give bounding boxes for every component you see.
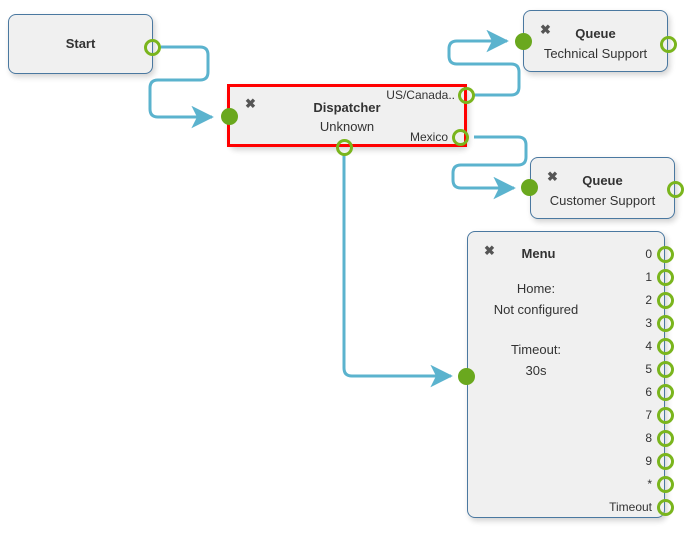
node-menu-timeout-label: Timeout: xyxy=(510,342,562,357)
port-dispatcher-out-mexico[interactable] xyxy=(452,129,469,146)
port-queue-customer-in[interactable] xyxy=(521,179,538,196)
node-queue-technical-title: Queue xyxy=(575,26,616,41)
port-queue-technical-in[interactable] xyxy=(515,33,532,50)
close-icon[interactable]: ✖ xyxy=(540,22,551,37)
node-dispatcher-title: Dispatcher xyxy=(313,100,381,115)
close-icon[interactable]: ✖ xyxy=(547,169,558,184)
port-menu-out-timeout[interactable] xyxy=(657,499,674,516)
node-queue-customer-subtitle: Customer Support xyxy=(549,193,656,208)
port-label-menu-star: * xyxy=(647,477,652,491)
port-label-mexico: Mexico xyxy=(409,130,448,144)
port-start-out[interactable] xyxy=(144,39,161,56)
node-queue-technical-subtitle: Technical Support xyxy=(543,46,648,61)
port-dispatcher-in[interactable] xyxy=(221,108,238,125)
port-dispatcher-out-bottom[interactable] xyxy=(336,139,353,156)
port-menu-out-9[interactable] xyxy=(657,453,674,470)
port-menu-out-6[interactable] xyxy=(657,384,674,401)
node-menu-home-value: Not configured xyxy=(493,302,579,317)
node-queue-customer-support[interactable]: ✖ Queue Customer Support xyxy=(530,157,675,219)
port-label-uscanada: US/Canada.. xyxy=(386,88,455,102)
port-label-menu-timeout: Timeout xyxy=(609,500,652,514)
port-label-menu-8: 8 xyxy=(645,431,652,445)
port-dispatcher-out-uscanada[interactable] xyxy=(458,87,475,104)
node-dispatcher[interactable]: ✖ Dispatcher Unknown xyxy=(227,84,467,147)
port-label-menu-7: 7 xyxy=(645,408,652,422)
port-label-menu-5: 5 xyxy=(645,362,652,376)
port-label-menu-0: 0 xyxy=(645,247,652,261)
port-menu-out-7[interactable] xyxy=(657,407,674,424)
node-start-title: Start xyxy=(65,36,96,51)
port-menu-out-2[interactable] xyxy=(657,292,674,309)
edge-start-to-dispatcher xyxy=(148,45,214,129)
port-queue-customer-out[interactable] xyxy=(667,181,684,198)
port-menu-out-8[interactable] xyxy=(657,430,674,447)
port-label-menu-9: 9 xyxy=(645,454,652,468)
node-dispatcher-subtitle: Unknown xyxy=(319,119,375,134)
port-label-menu-6: 6 xyxy=(645,385,652,399)
port-menu-out-5[interactable] xyxy=(657,361,674,378)
node-start[interactable]: Start xyxy=(8,14,153,74)
node-menu-timeout-value: 30s xyxy=(525,363,547,378)
close-icon[interactable]: ✖ xyxy=(484,243,495,258)
port-menu-out-4[interactable] xyxy=(657,338,674,355)
port-label-menu-4: 4 xyxy=(645,339,652,353)
node-menu-title: Menu xyxy=(521,246,556,261)
port-menu-out-star[interactable] xyxy=(657,476,674,493)
close-icon[interactable]: ✖ xyxy=(245,96,256,111)
port-label-menu-1: 1 xyxy=(645,270,652,284)
node-menu[interactable]: ✖ Menu Home: Not configured Timeout: 30s xyxy=(467,231,665,518)
node-menu-home-label: Home: xyxy=(516,281,556,296)
node-queue-technical-support[interactable]: ✖ Queue Technical Support xyxy=(523,10,668,72)
port-menu-out-1[interactable] xyxy=(657,269,674,286)
port-queue-technical-out[interactable] xyxy=(660,36,677,53)
port-menu-in[interactable] xyxy=(458,368,475,385)
port-label-menu-2: 2 xyxy=(645,293,652,307)
edge-dispatcher-to-menu xyxy=(342,155,453,388)
port-menu-out-0[interactable] xyxy=(657,246,674,263)
port-menu-out-3[interactable] xyxy=(657,315,674,332)
node-queue-customer-title: Queue xyxy=(582,173,623,188)
port-label-menu-3: 3 xyxy=(645,316,652,330)
